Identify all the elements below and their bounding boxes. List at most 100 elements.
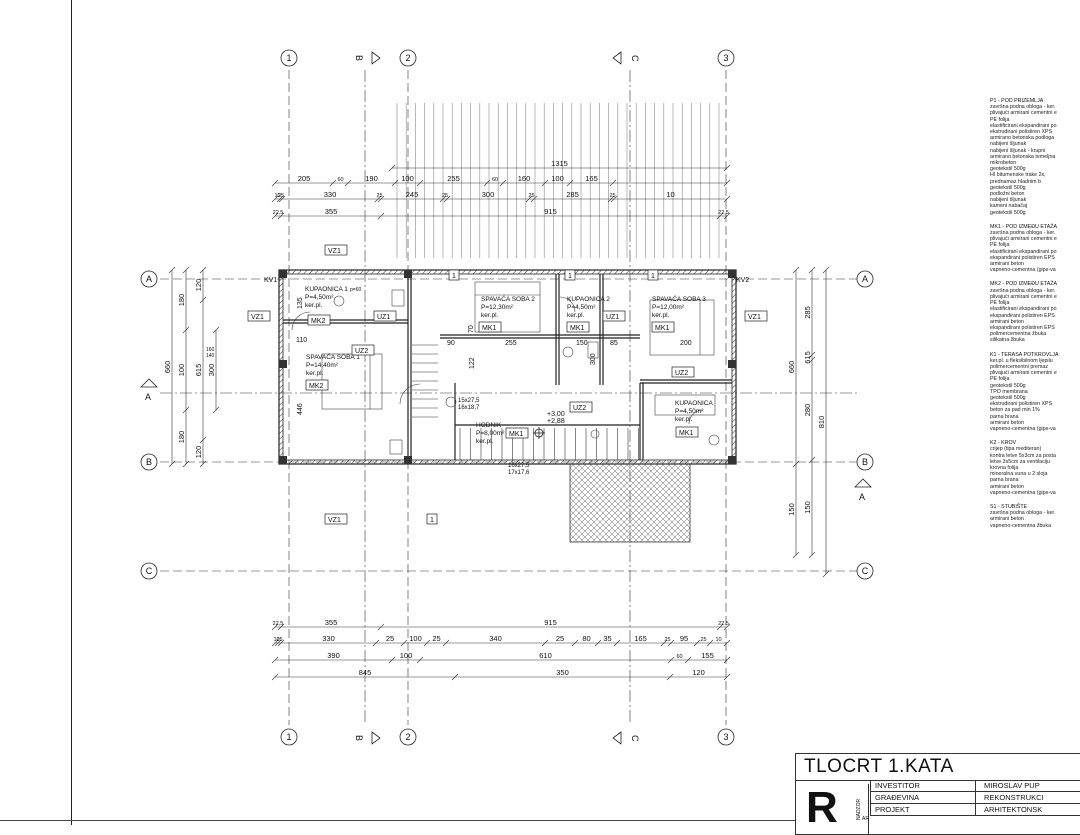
dimension-tick: [571, 639, 579, 647]
dimension-value: 95: [680, 634, 688, 643]
section-a-left: A: [145, 392, 151, 402]
legend-line: kontra letve 5x3cm za posta: [990, 452, 1056, 459]
grid-label-a-left: A: [146, 274, 152, 284]
dimension-tick: [388, 656, 396, 664]
room-6-name: HODNIK: [476, 422, 502, 429]
dimension-tick: [822, 266, 830, 274]
legend-line: crijep (tipa mediteran): [990, 446, 1042, 453]
legend-title: K2 - KROV: [990, 440, 1017, 447]
section-lines: [160, 70, 860, 725]
dim-n300: 300: [590, 353, 597, 365]
legend-line: elastificirani ekspandirani po: [990, 122, 1057, 129]
title-row-value: REKONSTRUKCI: [984, 793, 1044, 802]
dimension-tick: [182, 326, 190, 334]
dimension-tick: [499, 179, 507, 187]
tag-uz1-a: UZ1: [377, 314, 390, 321]
dimension-tick: [667, 656, 675, 664]
dimension-tick: [271, 639, 279, 647]
legend-title: MK2 - POD IZMEĐU ETAŽA: [990, 281, 1057, 288]
tag-mk1-e: MK1: [679, 430, 694, 437]
dimension-value: 60: [337, 177, 343, 183]
dimension-tick: [329, 179, 337, 187]
dimension-tick: [439, 195, 447, 203]
dimension-tick: [541, 639, 549, 647]
dim-n200: 200: [680, 340, 692, 347]
dimension-tick: [607, 195, 615, 203]
legend-line: geotekstil 500g: [990, 209, 1026, 216]
legend-line: parna brana: [990, 413, 1019, 420]
dimension-tick: [276, 195, 284, 203]
dimension-value: 25: [376, 193, 382, 199]
dimension-value: 25: [386, 634, 394, 643]
roof-slats: [396, 103, 720, 258]
level-marker: [533, 427, 545, 439]
dimension-tick: [416, 656, 424, 664]
tag-uz2-a: UZ2: [355, 348, 368, 355]
dimension-tick: [271, 656, 279, 664]
tag-vz1-c: VZ1: [748, 314, 761, 321]
dimension-tick: [168, 460, 176, 468]
dimension-value: 615: [194, 364, 203, 377]
dimension-value: 100: [409, 634, 422, 643]
room-5-name: SPAVAĆA SOBA 3: [652, 294, 706, 303]
room-2-finish: ker.pl.: [306, 370, 324, 377]
dimension-value: 190: [365, 174, 378, 183]
dimension-value: 180: [177, 294, 186, 307]
section-c-bottom: C: [630, 735, 640, 742]
room-3-name: SPAVAĆA SOBA 2: [481, 294, 535, 303]
dimension-tick: [344, 179, 352, 187]
legend-line: armirani beton: [990, 318, 1024, 325]
title-row-key: PROJEKT: [870, 804, 976, 815]
dimension-tick: [723, 179, 731, 187]
tag-uz2-c: UZ2: [675, 370, 688, 377]
dimension-value: 165: [634, 634, 647, 643]
grid-label-3-bottom: 3: [723, 732, 728, 742]
grid-label-b-right: B: [862, 457, 868, 467]
legend-line: geotekstil 500g: [990, 184, 1026, 191]
grid-label-3-top: 3: [723, 53, 728, 63]
stair-note-2: 16x18,7: [458, 405, 480, 411]
dimension-tick: [212, 326, 220, 334]
dimension-tick: [723, 639, 731, 647]
dimension-tick: [277, 623, 285, 631]
legend-line: vapneno-cementna (gips-va: [990, 267, 1056, 274]
legend-line: elastificirani ekspandirani po: [990, 306, 1057, 313]
legend-line: plivajući armirani cementni e: [990, 110, 1057, 117]
dimension-value: 205: [298, 174, 311, 183]
tag-mk1-d: MK1: [509, 431, 524, 438]
dimension-tick: [792, 460, 800, 468]
dimension-tick: [530, 195, 538, 203]
dim-n70: 70: [468, 325, 475, 333]
dimension-value: 330: [322, 634, 335, 643]
dimension-tick: [271, 673, 279, 681]
dimension-tick: [525, 195, 533, 203]
dimension-tick: [271, 195, 279, 203]
legend-line: podložni beton: [990, 191, 1025, 198]
legend-line: HI bitumenske trake 2x,: [990, 172, 1046, 179]
section-b-top: B: [354, 55, 364, 61]
room-4-finish: ker.pl.: [567, 312, 585, 319]
dimension-value: 610: [539, 651, 552, 660]
dimension-tick: [566, 179, 574, 187]
dimension-tick: [271, 212, 279, 220]
dimension-value: 25: [609, 193, 615, 199]
dimension-tick: [613, 639, 621, 647]
dimension-value: 22,5: [718, 621, 729, 627]
legend-line: beton za pad min 1%: [990, 407, 1040, 414]
tag-mk1-c: MK1: [655, 325, 670, 332]
dimension-value: 25: [664, 637, 670, 643]
room-1-name: KUPAONICA 1: [305, 286, 348, 293]
dimension-value: 120: [194, 279, 203, 292]
dimension-value: 255: [447, 174, 460, 183]
stair-note-4: 17x17,6: [508, 470, 530, 476]
room-4-name: KUPAONICA 2: [567, 296, 610, 303]
dimension-value: 35: [603, 634, 611, 643]
dimension-value: 285: [566, 190, 579, 199]
room-3-area: P=12,30m²: [481, 304, 514, 311]
legend-line: završna podna obloga - ker.: [990, 230, 1056, 237]
